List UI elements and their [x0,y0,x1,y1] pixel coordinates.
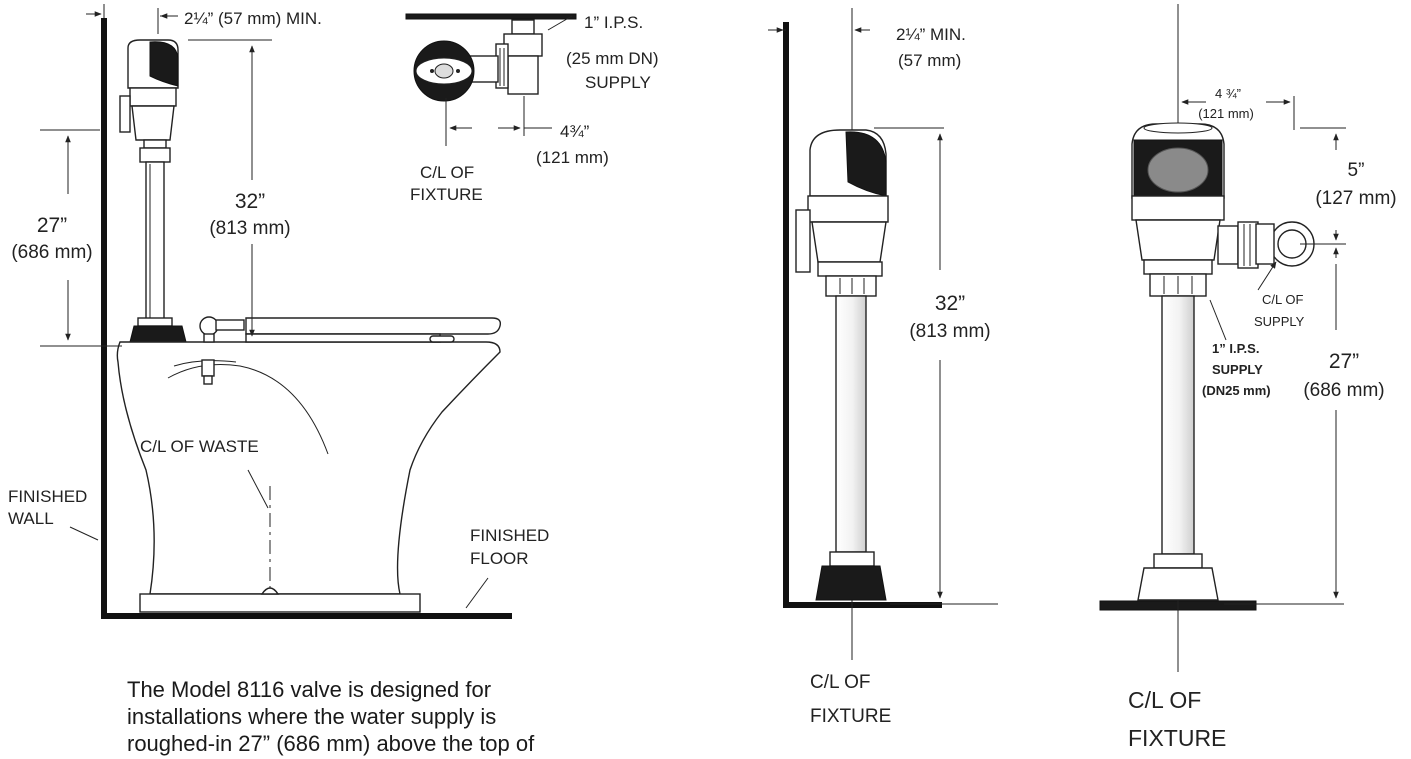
waste-label: C/L OF WASTE [140,437,259,456]
offset-label-top: 4¾” [560,122,590,141]
side-view: 2¼” MIN. (57 mm) 32” (813 mm) C/L OF FIX… [768,8,998,727]
offset-mm-label-top: (121 mm) [536,148,609,167]
height-32-label-side: 32” [935,292,965,315]
supply-label-3: SUPPLY [585,73,651,92]
finished-wall-label-2: WALL [8,509,54,528]
offset-label-front: 4 ¾” [1215,86,1241,101]
supply-label-2: (25 mm DN) [566,49,659,68]
supply-label-1: 1” I.P.S. [584,13,643,32]
height-32-label-left: 32” [235,190,265,213]
ips-label-3: (DN25 mm) [1202,383,1271,398]
height-27-mm-label-left: (686 mm) [11,242,92,263]
finished-wall-line [101,18,512,619]
toilet-elevation-view: 2¼” (57 mm) MIN. 32” (813 mm) 27” (686 m… [8,4,549,619]
cl-supply-label-1: C/L OF [1262,292,1303,307]
cl-supply-label-2: SUPPLY [1254,314,1305,329]
height-5-label: 5” [1348,160,1365,181]
finished-floor-label-2: FLOOR [470,549,529,568]
ips-label-2: SUPPLY [1212,362,1263,377]
fixture-label-side-1: C/L OF [810,672,871,693]
fixture-label-front-2: FIXTURE [1128,725,1226,751]
front-view: 4 ¾” (121 mm) 5” (127 mm) C/L OF SUPPLY … [1099,4,1397,751]
toilet-bowl [116,316,502,613]
finished-wall-label-1: FINISHED [8,487,87,506]
height-27-mm-label-front: (686 mm) [1303,380,1384,401]
flush-valve-left [119,39,187,343]
flush-valve-front [1131,122,1315,601]
fixture-label-front-1: C/L OF [1128,687,1201,713]
setback-label-left: 2¼” (57 mm) MIN. [184,9,322,28]
offset-mm-label-front: (121 mm) [1198,106,1254,121]
finished-floor-label-1: FINISHED [470,526,549,545]
height-27-label-front: 27” [1329,350,1359,373]
description-paragraph: The Model 8116 valve is designed for ins… [127,677,535,756]
fixture-label-top-1: C/L OF [420,163,474,182]
fixture-label-side-2: FIXTURE [810,706,891,727]
height-27-label-left: 27” [37,214,67,237]
fixture-label-top-2: FIXTURE [410,185,483,204]
height-5-mm-label: (127 mm) [1315,188,1396,209]
setback-label-side: 2¼” MIN. [896,25,966,44]
top-view: 1” I.P.S. (25 mm DN) SUPPLY 4¾” (121 mm)… [405,13,659,204]
flush-valve-side [795,129,889,601]
height-32-mm-label-left: (813 mm) [209,218,290,239]
ips-label-1: 1” I.P.S. [1212,341,1259,356]
height-32-mm-label-side: (813 mm) [909,321,990,342]
setback-mm-label-side: (57 mm) [898,51,961,70]
